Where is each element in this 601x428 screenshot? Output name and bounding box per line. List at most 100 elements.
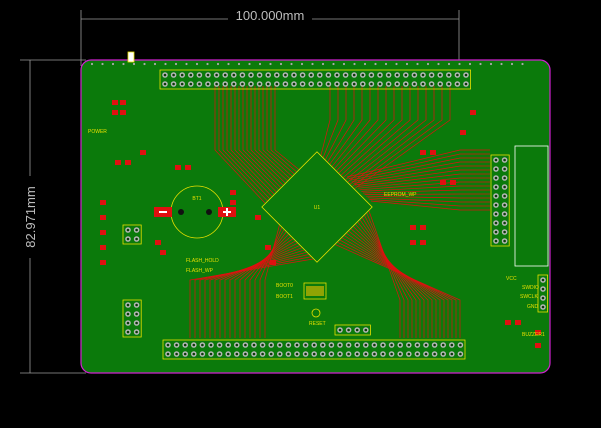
- top-header-hole: [370, 73, 373, 77]
- lcd-header-hole: [494, 203, 498, 207]
- via: [237, 62, 241, 66]
- lcd-header-hole: [494, 221, 498, 225]
- smd-pad: [255, 215, 261, 220]
- trace: [343, 86, 411, 178]
- via: [500, 62, 503, 66]
- top-header-hole: [232, 82, 236, 86]
- smd-pad: [230, 190, 236, 195]
- led-header-hole: [135, 312, 138, 316]
- bottom-header-hole: [269, 343, 273, 347]
- bottom-header-hole: [209, 343, 213, 347]
- swd-header-hole: [541, 287, 545, 291]
- mcu-label: U1: [314, 205, 321, 211]
- lcd-header-hole: [494, 167, 498, 171]
- bottom-header-hole: [244, 343, 247, 347]
- top-header-hole: [309, 73, 313, 77]
- trace: [366, 213, 405, 338]
- via: [437, 62, 440, 66]
- bottom-header-hole: [321, 343, 325, 347]
- top-header-hole: [163, 82, 167, 86]
- via: [216, 62, 220, 66]
- battery-holder[interactable]: [154, 185, 236, 239]
- top-header-hole: [335, 73, 339, 77]
- top-header-hole: [189, 82, 193, 86]
- trace: [369, 199, 490, 207]
- pin-headers[interactable]: [90, 62, 549, 360]
- via: [447, 62, 451, 66]
- smd-pad: [185, 165, 191, 170]
- trace: [354, 86, 451, 189]
- trace: [320, 86, 331, 156]
- power-label: POWER: [88, 129, 107, 135]
- trace: [238, 86, 279, 190]
- smd-pad: [410, 240, 416, 245]
- trace: [359, 219, 417, 338]
- bottom-header-hole: [450, 343, 454, 347]
- trace: [249, 231, 287, 338]
- bottom-header-hole: [304, 343, 307, 347]
- top-header-hole: [275, 73, 279, 77]
- trace: [362, 189, 490, 194]
- lcd-header-hole: [494, 230, 498, 234]
- top-header-hole: [198, 73, 201, 77]
- top-header-hole: [438, 82, 442, 86]
- bottom-header-hole: [192, 343, 196, 347]
- bottom-header-hole: [175, 343, 178, 347]
- mcu-chip[interactable]: [261, 151, 373, 263]
- bottom-header-hole: [235, 343, 239, 347]
- top-header-hole: [215, 82, 218, 86]
- trace: [234, 238, 294, 338]
- bottom-header-hole: [252, 343, 256, 347]
- bottom-header-hole: [218, 352, 221, 356]
- boot-switch[interactable]: [303, 282, 327, 300]
- smd-pad: [230, 200, 236, 205]
- smd-pad: [430, 150, 436, 155]
- top-header-hole: [327, 82, 330, 86]
- bottom-header-hole: [175, 352, 178, 356]
- trace: [348, 153, 490, 179]
- trace: [350, 157, 490, 181]
- top-header-hole: [223, 73, 227, 77]
- swd-header-outline: [537, 274, 549, 313]
- uart-header-hole: [364, 328, 368, 332]
- trace: [226, 86, 272, 197]
- top-header-hole: [352, 73, 356, 77]
- via: [332, 62, 335, 66]
- swd-header-hole: [541, 278, 545, 282]
- trace: [354, 169, 490, 186]
- bottom-header-hole: [459, 352, 462, 356]
- lcd-header-hole: [503, 203, 506, 207]
- bottom-header-hole: [450, 352, 454, 356]
- bottom-header-hole: [295, 343, 299, 347]
- smd-pad: [160, 250, 166, 255]
- bottom-header-hole: [347, 352, 350, 356]
- via: [342, 62, 346, 66]
- top-header-hole: [241, 73, 244, 77]
- smd-pad: [100, 230, 106, 235]
- lcd-header-hole: [503, 239, 506, 243]
- top-header-hole: [378, 73, 382, 77]
- via: [227, 62, 230, 66]
- via: [111, 62, 115, 66]
- height-dimension-label: 82.971mm: [23, 186, 38, 247]
- top-header-hole: [370, 82, 373, 86]
- bottom-header-hole: [416, 343, 419, 347]
- trace: [274, 86, 299, 170]
- bottom-header-hole: [424, 352, 428, 356]
- led-header-hole: [126, 321, 130, 325]
- smd-pad: [100, 215, 106, 220]
- jumper-header-hole: [126, 237, 130, 241]
- trace: [214, 86, 266, 204]
- top-header-hole: [352, 82, 356, 86]
- trace: [344, 235, 445, 338]
- top-header-hole: [464, 82, 468, 86]
- bottom-header-hole: [287, 352, 290, 356]
- led-header-hole: [135, 321, 138, 325]
- jumper-header-outline: [122, 224, 142, 245]
- via: [185, 62, 188, 66]
- top-header-hole: [413, 82, 416, 86]
- bottom-header-hole: [407, 343, 411, 347]
- top-header-hole: [318, 73, 322, 77]
- reset-button[interactable]: [311, 308, 321, 318]
